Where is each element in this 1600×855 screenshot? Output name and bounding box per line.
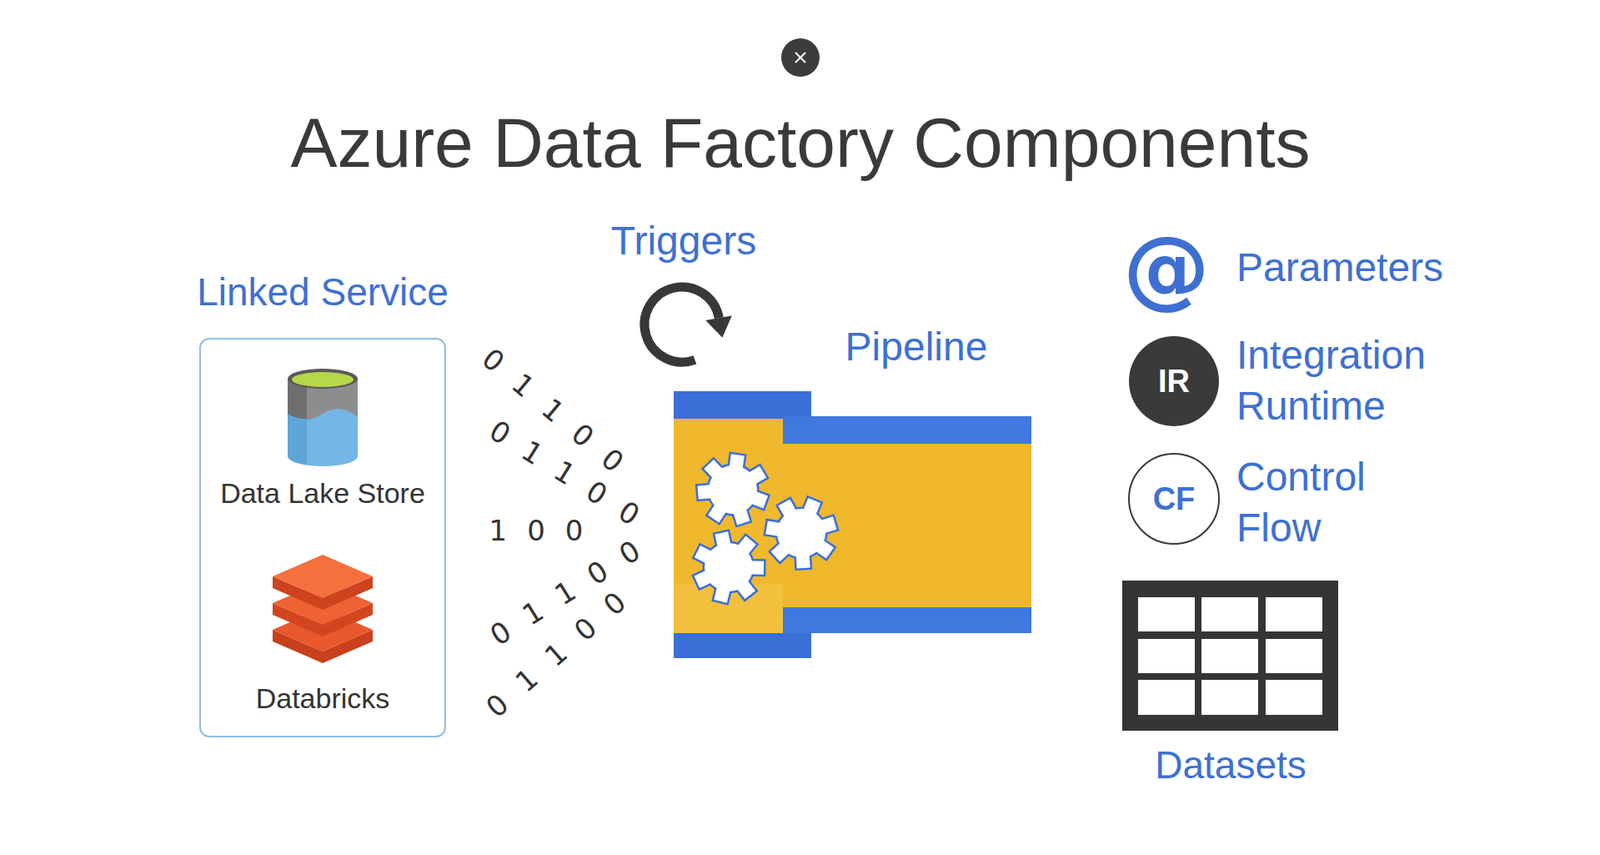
- table-frame: [1122, 580, 1339, 731]
- gear-outline: [755, 486, 848, 578]
- group-heading: Linked Service: [196, 269, 449, 316]
- circle-abbreviation: CF: [1153, 482, 1196, 515]
- trigger-arc: [644, 286, 719, 362]
- control-flow-label: Control Flow: [1236, 451, 1437, 554]
- table-cell: [1265, 638, 1323, 673]
- circle-shape: [1128, 336, 1219, 427]
- table-cell: [1265, 679, 1323, 715]
- table-cell: [1138, 679, 1195, 715]
- gear: [686, 525, 771, 608]
- parameter-symbol: @: [1123, 224, 1210, 311]
- close-button-circle: [781, 38, 820, 77]
- integration-runtime-label: Integration Runtime: [1236, 330, 1487, 432]
- parameters-label: Parameters: [1236, 243, 1444, 292]
- table-cell: [1201, 679, 1259, 715]
- trigger-arrow: [644, 286, 733, 362]
- linked-service-group: Linked ServiceData Lake StoreDatabricks: [199, 269, 447, 738]
- table-cell: [1138, 638, 1195, 673]
- triggers-label: Triggers: [611, 216, 757, 266]
- service-icon-box: Databricks: [199, 551, 447, 715]
- pipeline-label: Pipeline: [845, 322, 989, 372]
- close-cross: [795, 52, 806, 63]
- service-icon: [265, 551, 381, 668]
- circle-shape: [1128, 453, 1219, 544]
- binary-digits: 100: [469, 513, 604, 548]
- trigger-arrowhead: [705, 315, 732, 338]
- service-label: Data Lake Store: [220, 476, 426, 511]
- service-icon: [281, 366, 364, 468]
- table-cell: [1201, 596, 1259, 632]
- close-button: [781, 38, 820, 77]
- service-icon-graphic: [272, 554, 373, 663]
- gear-outline: [692, 449, 773, 528]
- service-icon-box: Data Lake Store: [199, 366, 447, 513]
- gear-outline: [686, 525, 771, 608]
- service-icon-graphic: [287, 368, 358, 467]
- title-text: Azure Data Factory Components: [290, 100, 1310, 186]
- datasets-label: Datasets: [1154, 742, 1307, 788]
- pipeline-pipe: [673, 391, 1032, 658]
- circle-abbreviation: IR: [1158, 365, 1190, 397]
- table-cell: [1201, 638, 1259, 673]
- gear: [755, 486, 848, 578]
- table-cell: [1265, 596, 1323, 632]
- table-cell: [1138, 596, 1195, 632]
- control-flow-circle: CF: [1127, 451, 1221, 546]
- runtime-circle: IR: [1127, 334, 1221, 428]
- dataset-table-icon: [1122, 580, 1339, 731]
- gears: [686, 449, 848, 608]
- service-label: Databricks: [255, 681, 391, 716]
- gear: [692, 449, 773, 528]
- close-cross: [795, 52, 806, 63]
